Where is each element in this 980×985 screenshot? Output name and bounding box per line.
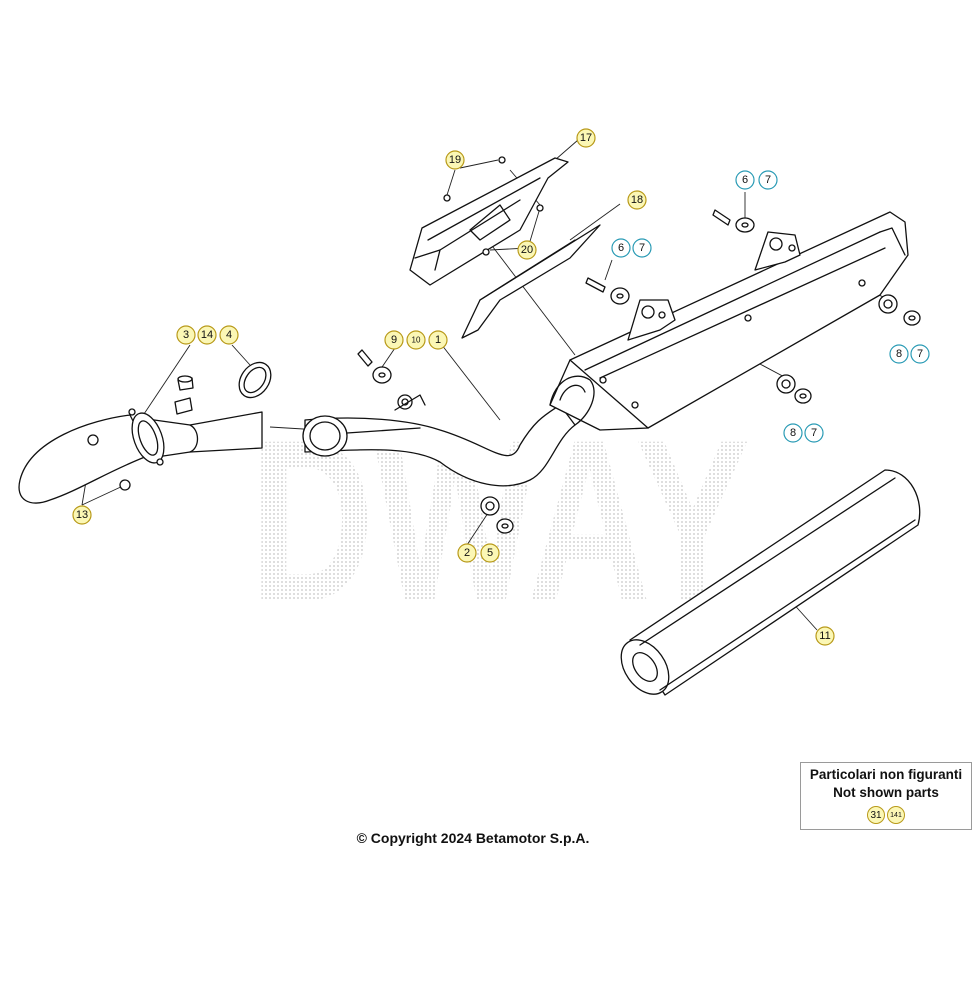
legend-ref-31[interactable]: 31 — [867, 806, 885, 824]
callout-14[interactable]: 14 — [197, 325, 217, 345]
callout-7d[interactable]: 7 — [804, 423, 824, 443]
callout-8b[interactable]: 8 — [783, 423, 803, 443]
svg-text:7: 7 — [917, 348, 923, 360]
svg-text:20: 20 — [521, 244, 533, 256]
callout-11[interactable]: 11 — [815, 626, 835, 646]
callouts: 1 2 3 4 5 6 7 6 7 8 7 8 7 9 10 11 13 14 … — [72, 128, 930, 646]
callout-7b[interactable]: 7 — [632, 238, 652, 258]
svg-text:19: 19 — [449, 154, 461, 166]
callout-4[interactable]: 4 — [219, 325, 239, 345]
svg-text:2: 2 — [464, 547, 470, 559]
callout-3[interactable]: 3 — [176, 325, 196, 345]
callout-6b[interactable]: 6 — [611, 238, 631, 258]
header-pipe — [18, 408, 263, 504]
svg-text:11: 11 — [819, 630, 830, 642]
callout-5[interactable]: 5 — [480, 543, 500, 563]
legend-ref-141[interactable]: 141 — [887, 806, 905, 824]
gasket-ring — [238, 361, 272, 399]
svg-text:5: 5 — [487, 547, 493, 559]
not-shown-parts-legend: Particolari non figuranti Not shown part… — [800, 762, 972, 830]
svg-text:7: 7 — [765, 174, 771, 186]
svg-text:6: 6 — [742, 174, 748, 186]
svg-text:3: 3 — [183, 329, 189, 341]
callout-20[interactable]: 20 — [517, 240, 537, 260]
legend-title-italian: Particolari non figuranti — [809, 767, 963, 782]
svg-text:18: 18 — [631, 194, 643, 206]
callout-2[interactable]: 2 — [457, 543, 477, 563]
callout-18[interactable]: 18 — [627, 190, 647, 210]
svg-text:8: 8 — [790, 427, 796, 439]
callout-6a[interactable]: 6 — [735, 170, 755, 190]
svg-text:8: 8 — [896, 348, 902, 360]
svg-text:17: 17 — [580, 132, 592, 144]
svg-text:14: 14 — [201, 329, 213, 341]
silencer-packing — [620, 469, 921, 696]
legend-refs: 31 141 — [801, 806, 971, 824]
callout-17[interactable]: 17 — [576, 128, 596, 148]
callout-19[interactable]: 19 — [445, 150, 465, 170]
callout-9[interactable]: 9 — [384, 330, 404, 350]
callout-8a[interactable]: 8 — [889, 344, 909, 364]
legend-title-english: Not shown parts — [833, 785, 939, 800]
hardware — [357, 156, 921, 534]
heat-shield — [409, 157, 569, 286]
svg-text:6: 6 — [618, 242, 624, 254]
silencer-body — [549, 211, 909, 431]
svg-text:1: 1 — [435, 334, 441, 346]
svg-text:7: 7 — [639, 242, 645, 254]
svg-text:13: 13 — [76, 509, 88, 521]
heat-shield-cover — [461, 224, 601, 339]
svg-text:10: 10 — [412, 336, 421, 345]
callout-1[interactable]: 1 — [428, 330, 448, 350]
svg-text:4: 4 — [226, 329, 232, 341]
svg-text:7: 7 — [811, 427, 817, 439]
mid-pipe — [302, 394, 576, 487]
callout-7a[interactable]: 7 — [758, 170, 778, 190]
plug-part — [174, 375, 194, 415]
callout-10[interactable]: 10 — [406, 330, 426, 350]
callout-13[interactable]: 13 — [72, 505, 92, 525]
svg-text:9: 9 — [391, 334, 397, 346]
callout-7c[interactable]: 7 — [910, 344, 930, 364]
copyright-notice: © Copyright 2024 Betamotor S.p.A. — [356, 830, 590, 846]
